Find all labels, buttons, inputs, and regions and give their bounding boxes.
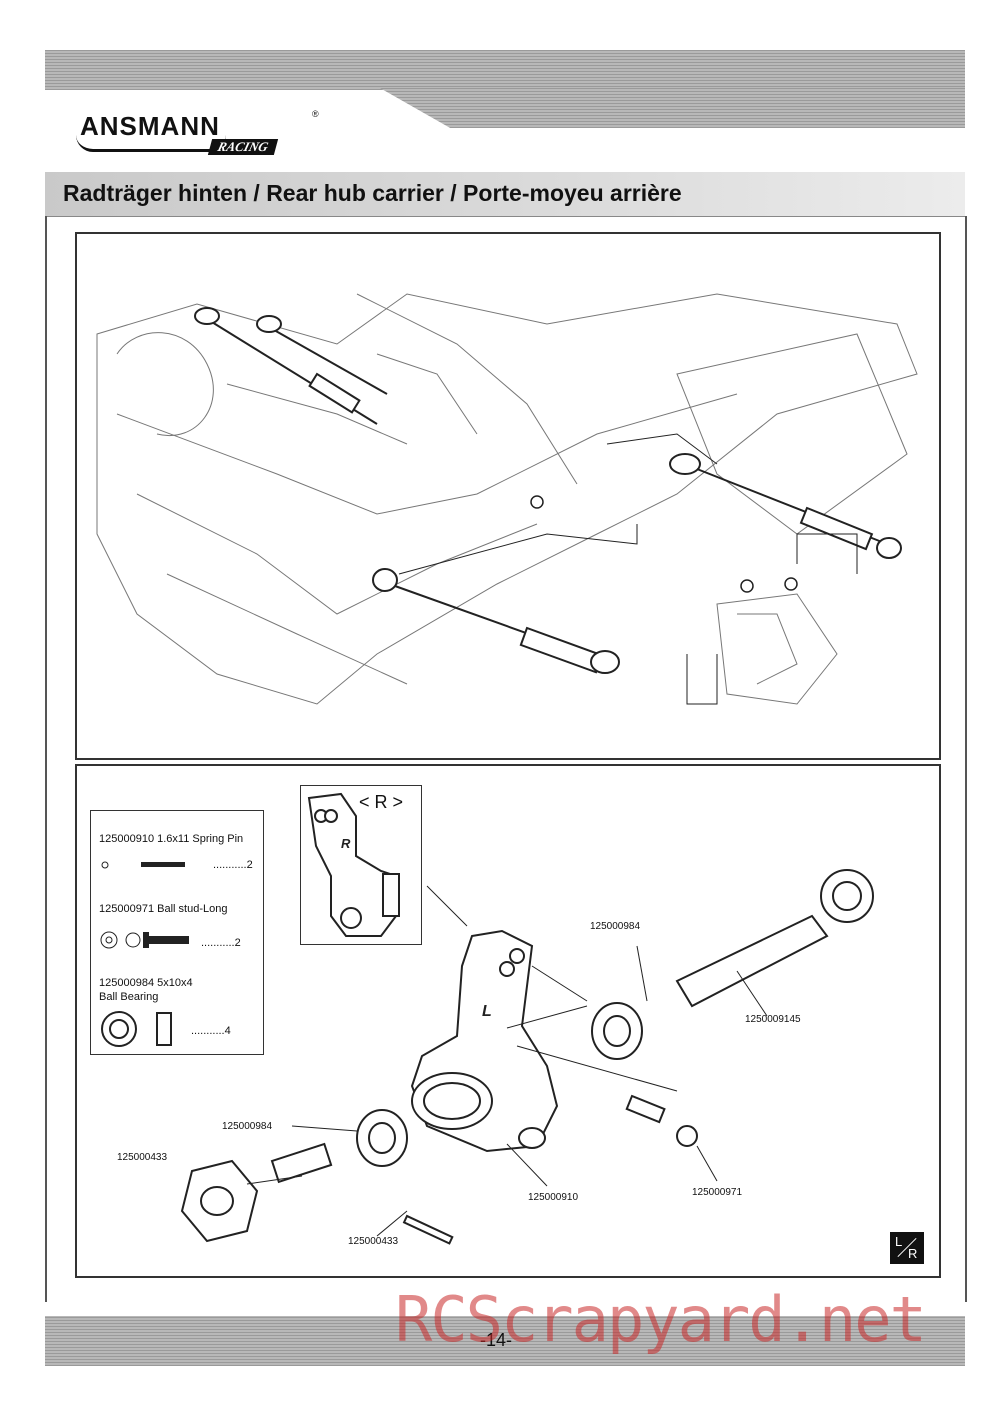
hub-carrier-exploded-drawing: L	[180, 869, 874, 1245]
ball-stud-icon	[100, 931, 189, 949]
section-title: Radträger hinten / Rear hub carrier / Po…	[63, 180, 682, 206]
part-number: 125000971	[99, 903, 155, 915]
part-description: Ball stud-Long	[157, 903, 228, 915]
spring-pin-icon	[101, 861, 185, 869]
part-quantity-dots: ...........	[201, 937, 235, 949]
page-frame	[45, 216, 967, 1302]
callout-ball-stud: 125000971	[692, 1187, 743, 1198]
ball-bearing-icon	[101, 1011, 172, 1047]
part-number: 125000910	[99, 833, 155, 845]
part-quantity: 4	[224, 1025, 231, 1037]
chassis-overview-panel	[75, 232, 941, 760]
lr-badge-left: L	[895, 1234, 903, 1249]
ansmann-racing-logo: ANSMANN ® RACING	[76, 105, 320, 165]
left-right-badge: L R	[890, 1232, 924, 1264]
part-quantity-row: ...........4	[191, 1025, 231, 1037]
parts-list-item: 125000971 Ball stud-Long	[99, 903, 227, 915]
callout-axle: 1250009145	[745, 1014, 801, 1025]
watermark: RCScrapyard.net	[395, 1283, 927, 1356]
carrier-mark-letter: L	[482, 1003, 492, 1020]
part-quantity: 2	[234, 937, 241, 949]
callout-upper-bearing: 125000984	[590, 921, 641, 932]
callout-hex-hub: 125000433	[117, 1152, 168, 1163]
part-quantity-dots: ...........	[213, 859, 247, 871]
part-number: 125000984	[99, 977, 155, 989]
parts-list: 125000910 1.6x11 Spring Pin ...........2…	[90, 810, 264, 1055]
header-band	[45, 50, 965, 90]
section-title-bar: Radträger hinten / Rear hub carrier / Po…	[45, 172, 965, 217]
inset-label: < R >	[359, 792, 404, 812]
page-number: -14-	[480, 1330, 513, 1350]
part-quantity-dots: ...........	[191, 1025, 225, 1037]
callout-lower-bearing: 125000984	[222, 1121, 273, 1132]
chassis-overview-drawing	[96, 293, 918, 705]
part-quantity: 2	[246, 859, 253, 871]
parts-list-item: 125000984 5x10x4	[99, 977, 193, 989]
lr-badge-right: R	[908, 1246, 918, 1261]
inset-mark-letter: R	[341, 836, 351, 851]
callout-spring-pin: 125000910	[528, 1192, 579, 1203]
part-description-line2: Ball Bearing	[99, 991, 159, 1003]
footer-band	[45, 1316, 965, 1366]
logo-racing: RACING	[207, 139, 279, 155]
logo-registered-mark: ®	[312, 109, 319, 119]
right-carrier-icon: R	[307, 792, 400, 937]
hub-carrier-exploded-panel: L	[75, 764, 941, 1278]
right-side-inset: < R > R	[300, 785, 422, 945]
callout-drive-pin: 125000433	[348, 1236, 399, 1247]
parts-list-item: 125000910 1.6x11 Spring Pin	[99, 833, 243, 845]
logo-swoosh	[76, 135, 226, 152]
part-description: 1.6x11 Spring Pin	[157, 833, 244, 845]
part-description: 5x10x4	[157, 977, 193, 989]
header-shoulder	[380, 88, 965, 128]
part-quantity-row: ...........2	[201, 937, 241, 949]
part-quantity-row: ...........2	[213, 859, 253, 871]
